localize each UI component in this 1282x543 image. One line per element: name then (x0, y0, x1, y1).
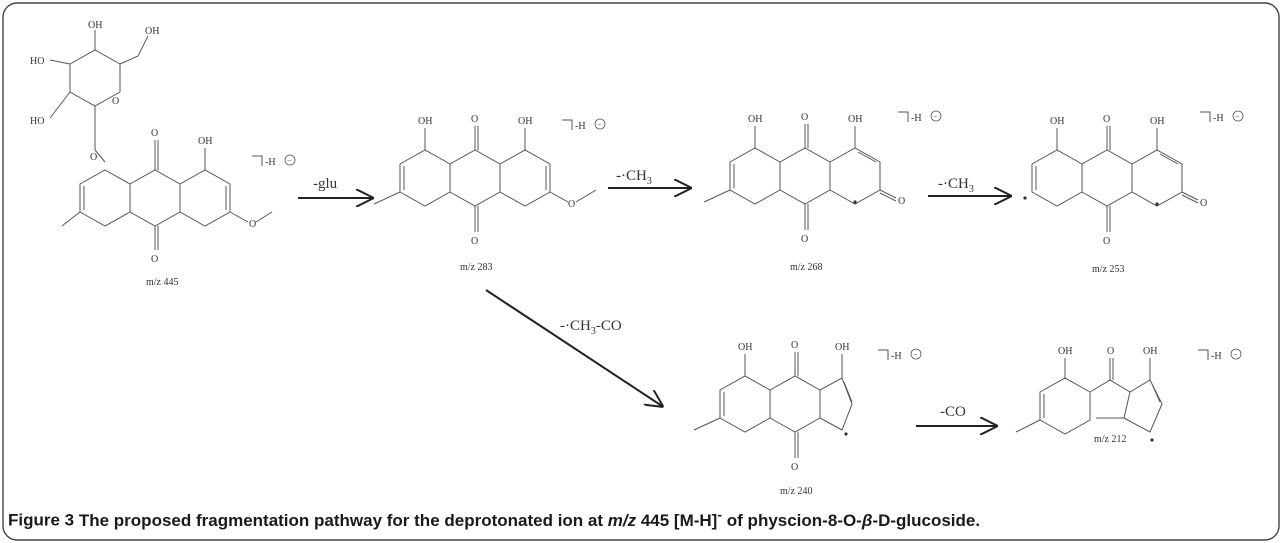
atom-label: O (90, 152, 97, 163)
mz-label-445: m/z 445 (146, 277, 179, 288)
atom-label: OH (418, 116, 432, 127)
reaction-label-co: -CO (940, 404, 966, 420)
atom-label: OH (1143, 346, 1157, 357)
caption-text-2: 445 [M-H] (636, 510, 718, 530)
atom-label: O (898, 196, 905, 207)
charge-bracket-240: -H − (878, 348, 922, 362)
ring-right-445 (179, 169, 231, 227)
svg-text:−: − (913, 350, 918, 359)
mz-label-283: m/z 283 (460, 262, 493, 273)
atom-label: O (791, 340, 798, 351)
atom-label: O (249, 219, 256, 230)
atom-label: OH (738, 342, 752, 353)
molecule-253 (1031, 126, 1199, 232)
svg-text:−: − (1235, 112, 1240, 121)
svg-text:−: − (933, 112, 938, 121)
atom-label: O (568, 199, 575, 210)
reaction-label-ch3-1: -·CH3 (616, 168, 652, 187)
mz-label-268: m/z 268 (790, 262, 823, 273)
svg-text:-H: -H (1213, 113, 1224, 124)
atom-label: O (801, 112, 808, 123)
atom-label: HO (30, 56, 44, 67)
molecule-283 (373, 126, 597, 232)
atom-label: O (151, 128, 158, 139)
radical-dot (853, 200, 857, 204)
atom-label: HO (30, 116, 44, 127)
reaction-label-ch3-2: -·CH3 (938, 176, 974, 195)
caption-beta: β (861, 510, 873, 530)
atom-label: O (1200, 198, 1207, 209)
reaction-label-ch3-co: -·CH3-CO (560, 318, 622, 337)
charge-bracket-268: -H − (898, 110, 942, 124)
mz-label-253: m/z 253 (1092, 264, 1125, 275)
molecule-268 (703, 124, 897, 230)
atom-label: O (151, 254, 158, 265)
caption-mz: m/z (607, 510, 637, 530)
ring-left-445 (79, 169, 131, 227)
charge-bracket-253: -H − (1200, 110, 1244, 124)
mz-label-240: m/z 240 (780, 486, 813, 497)
atom-label: O (801, 234, 808, 245)
svg-text:-H: -H (1211, 351, 1222, 362)
atom-label: OH (198, 136, 212, 147)
caption-text-3: of physcion-8-O- (722, 510, 862, 530)
molecule-445 (49, 30, 273, 250)
svg-text:−: − (287, 156, 292, 165)
svg-text:−: − (1233, 350, 1238, 359)
svg-text:−: − (597, 120, 602, 129)
caption-text-4: -D-glucoside. (872, 510, 981, 530)
atom-label: OH (88, 20, 102, 31)
atom-label: O (471, 236, 478, 247)
atom-label: OH (145, 26, 159, 37)
atom-label: O (1107, 346, 1114, 357)
atom-label: O (471, 114, 478, 125)
charge-bracket-445: -H − (252, 154, 296, 168)
svg-text:-H: -H (575, 121, 586, 132)
atom-label: O (1103, 114, 1110, 125)
atom-label: OH (1150, 116, 1164, 127)
atom-label: OH (518, 116, 532, 127)
radical-dot (1023, 196, 1027, 200)
svg-text:-H: -H (265, 157, 276, 168)
svg-text:-H: -H (911, 113, 922, 124)
atom-label: OH (848, 114, 862, 125)
reaction-label-glu: -glu (313, 176, 338, 192)
atom-label: O (791, 462, 798, 473)
ring-mid-445 (129, 169, 181, 227)
radical-dot (1150, 438, 1154, 442)
arrow-ch3-co (485, 289, 662, 406)
figure-caption: Figure 3 The proposed fragmentation path… (8, 507, 1274, 531)
caption-label: Figure 3 (8, 510, 75, 530)
atom-label: OH (748, 114, 762, 125)
molecule-212 (1015, 358, 1163, 435)
radical-dot (1155, 202, 1159, 206)
caption-superscript: - (717, 507, 723, 523)
atom-label: OH (835, 342, 849, 353)
svg-text:-H: -H (891, 351, 902, 362)
molecule-240 (693, 352, 853, 458)
charge-bracket-212: -H − (1198, 348, 1242, 362)
atom-label: O (112, 96, 119, 107)
atom-label: OH (1050, 116, 1064, 127)
radical-dot (844, 432, 848, 436)
atom-label: OH (1058, 346, 1072, 357)
caption-text-1: The proposed fragmentation pathway for t… (74, 510, 608, 530)
atom-label: O (1103, 236, 1110, 247)
charge-bracket-283: -H − (562, 118, 606, 132)
mz-label-212: m/z 212 (1094, 434, 1127, 445)
